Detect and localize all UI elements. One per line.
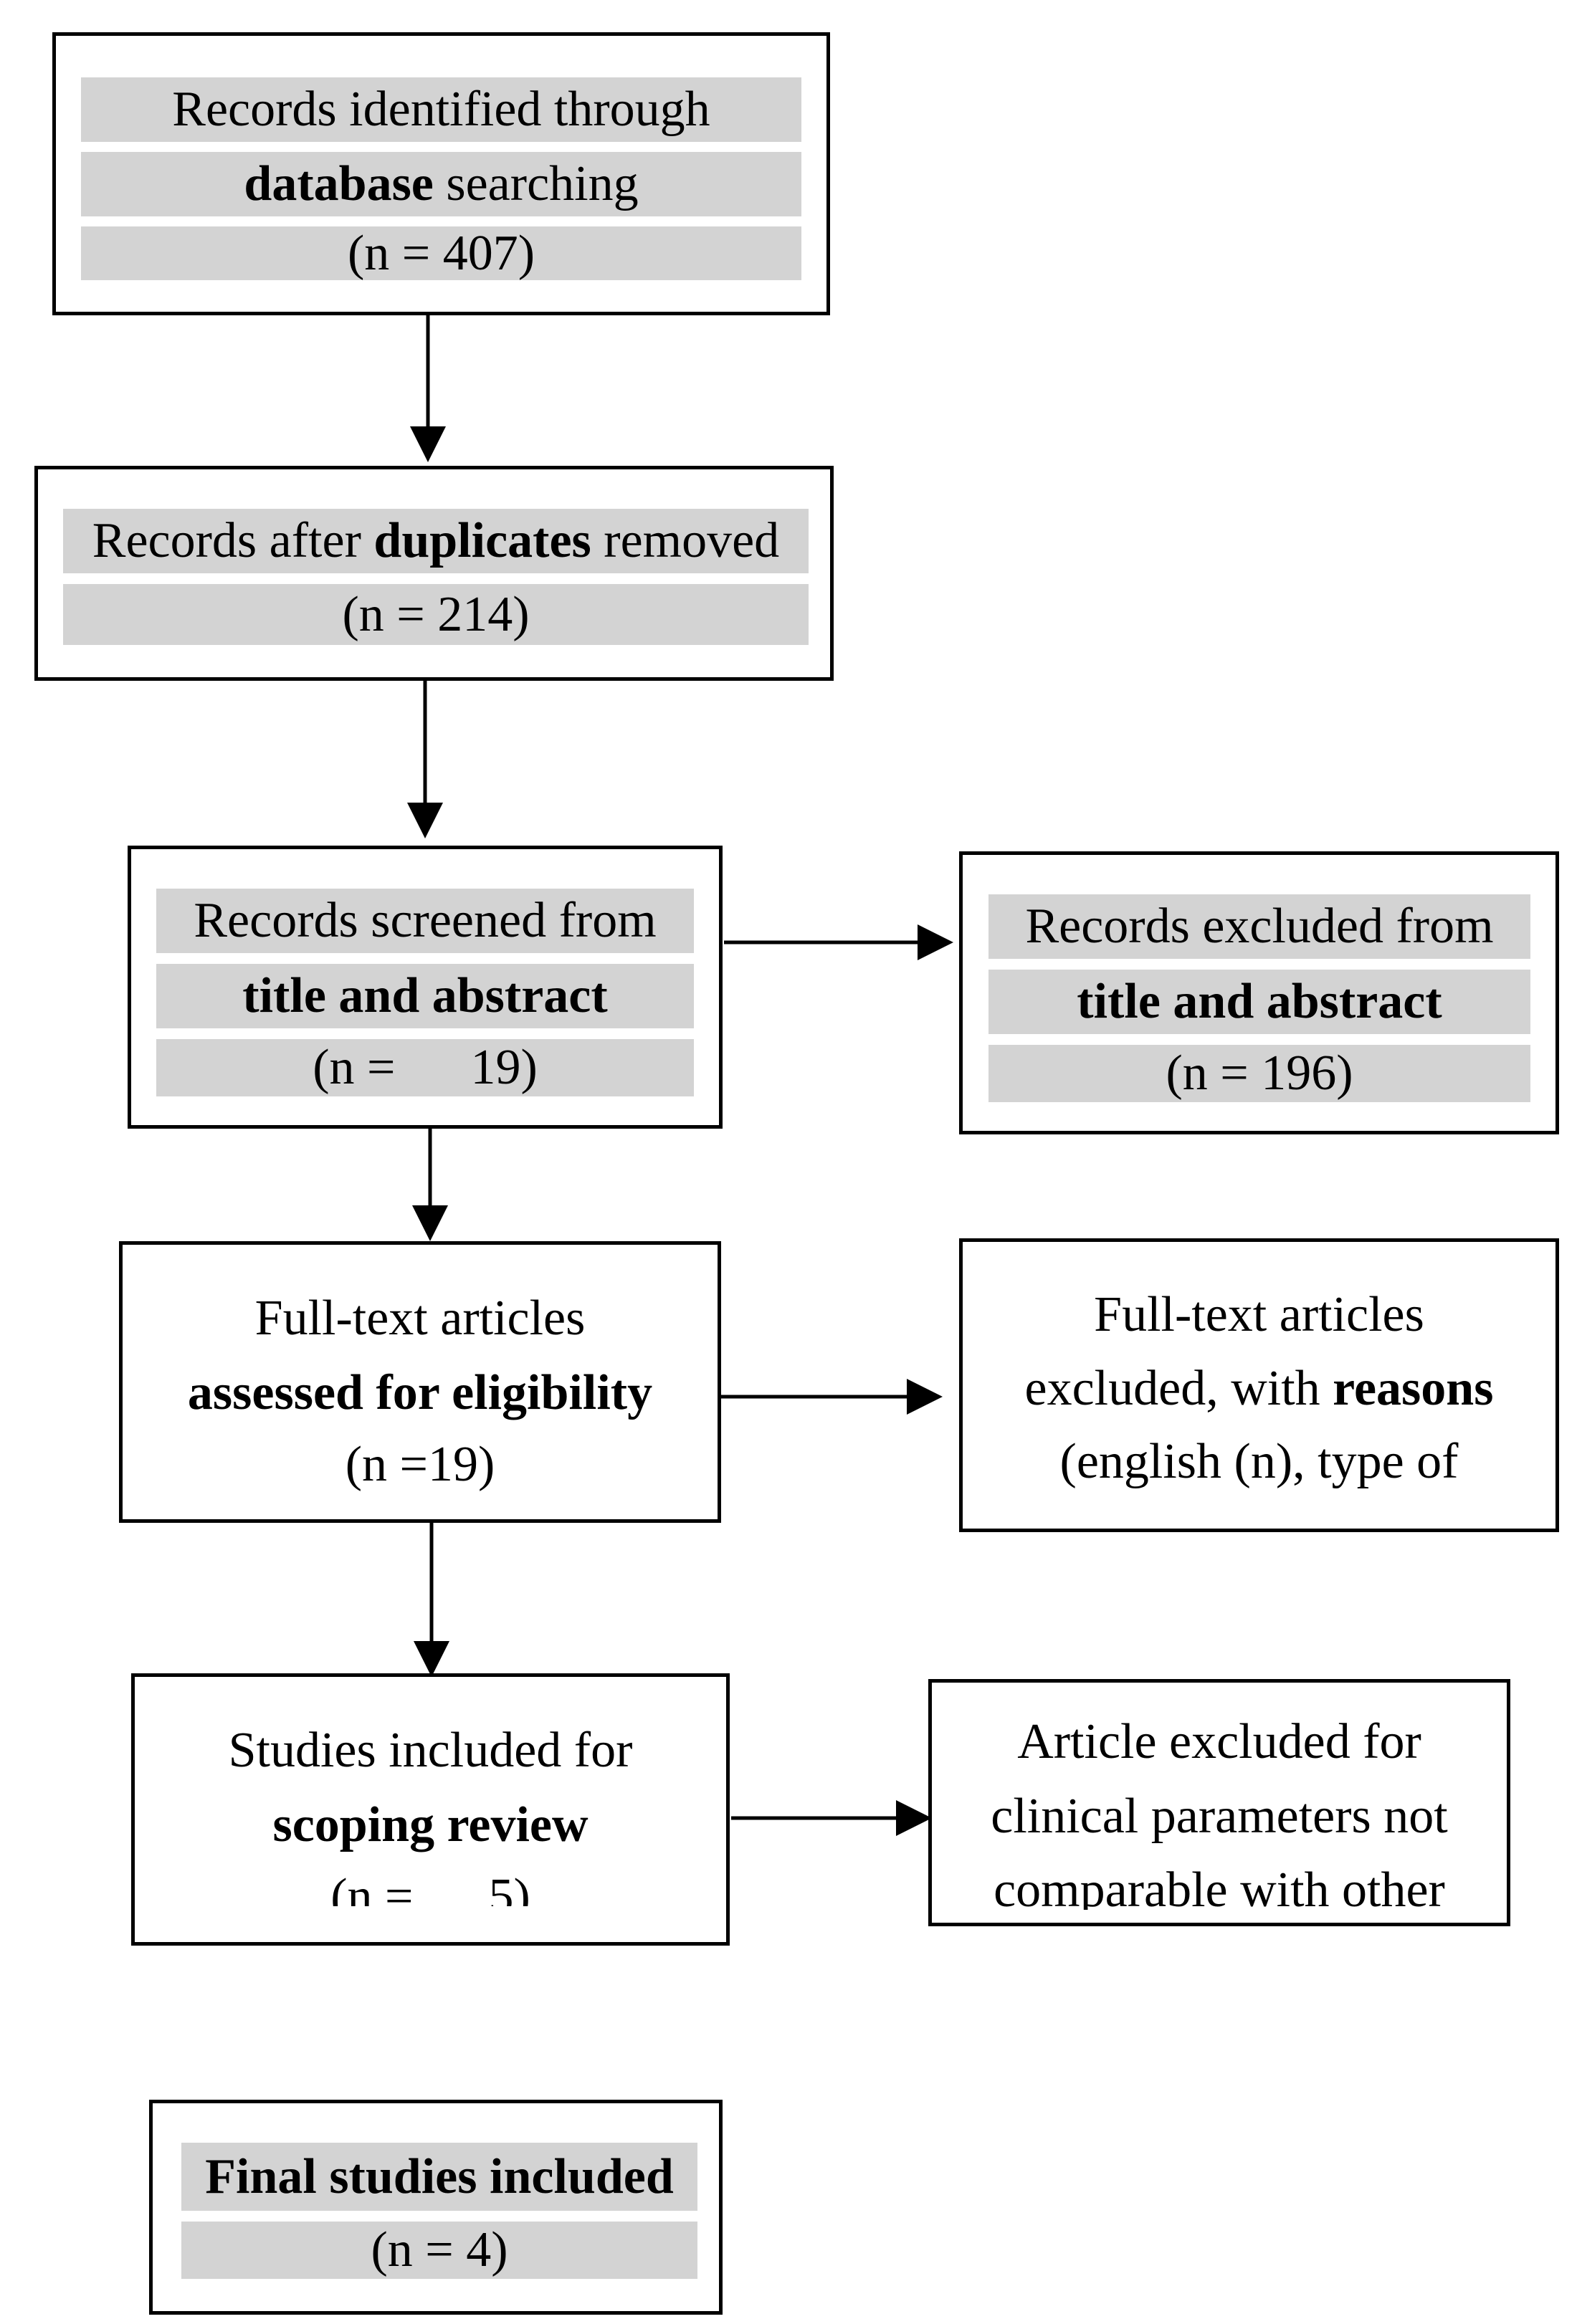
records-screened-box: Records screened from title and abstract… bbox=[128, 846, 723, 1129]
records-excluded-line2: title and abstract bbox=[988, 970, 1530, 1034]
fulltext-assessed-box: Full-text articles assessed for eligibil… bbox=[119, 1241, 721, 1523]
fulltext-excluded-line1: Full-text articles bbox=[1094, 1287, 1424, 1342]
records-after-duplicates-box: Records after duplicates removed (n = 21… bbox=[34, 466, 834, 681]
clinical-excluded-line2: clinical parameters not bbox=[991, 1789, 1448, 1844]
fulltext-assessed-line2: assessed for eligibility bbox=[187, 1365, 653, 1420]
records-excluded-title-box: Records excluded from title and abstract… bbox=[959, 851, 1559, 1134]
scoping-review-line1: Studies included for bbox=[228, 1723, 633, 1778]
fulltext-excluded-box: Full-text articles excluded, with reason… bbox=[959, 1238, 1559, 1532]
records-identified-count: (n = 407) bbox=[81, 226, 801, 280]
records-identified-line2: database searching bbox=[81, 152, 801, 216]
records-excluded-line1: Records excluded from bbox=[988, 894, 1530, 959]
scoping-review-count: (n = 5) bbox=[330, 1872, 530, 1906]
records-identified-line1: Records identified through bbox=[81, 77, 801, 142]
records-after-duplicates-line1: Records after duplicates removed bbox=[63, 509, 809, 573]
final-studies-box: Final studies included (n = 4) bbox=[149, 2100, 723, 2315]
clinical-excluded-line1: Article excluded for bbox=[1017, 1714, 1421, 1769]
records-screened-line1: Records screened from bbox=[156, 889, 694, 953]
fulltext-excluded-line3: (english (n), type of bbox=[1059, 1434, 1459, 1489]
scoping-review-box: Studies included for scoping review (n =… bbox=[131, 1673, 730, 1946]
records-identified-box: Records identified through database sear… bbox=[52, 32, 830, 315]
clinical-excluded-line3: comparable with other bbox=[994, 1865, 1445, 1910]
clinical-excluded-box: Article excluded for clinical parameters… bbox=[928, 1679, 1510, 1926]
records-screened-count: (n = 19) bbox=[156, 1039, 694, 1096]
scoping-review-line2: scoping review bbox=[272, 1797, 589, 1852]
fulltext-excluded-line2: excluded, with reasons bbox=[1024, 1361, 1494, 1416]
fulltext-assessed-line1: Full-text articles bbox=[254, 1291, 586, 1346]
final-studies-count: (n = 4) bbox=[181, 2222, 697, 2279]
records-after-duplicates-count: (n = 214) bbox=[63, 584, 809, 645]
final-studies-line1: Final studies included bbox=[181, 2143, 697, 2211]
fulltext-assessed-count: (n =19) bbox=[345, 1437, 495, 1492]
records-screened-line2: title and abstract bbox=[156, 964, 694, 1028]
records-excluded-count: (n = 196) bbox=[988, 1045, 1530, 1102]
